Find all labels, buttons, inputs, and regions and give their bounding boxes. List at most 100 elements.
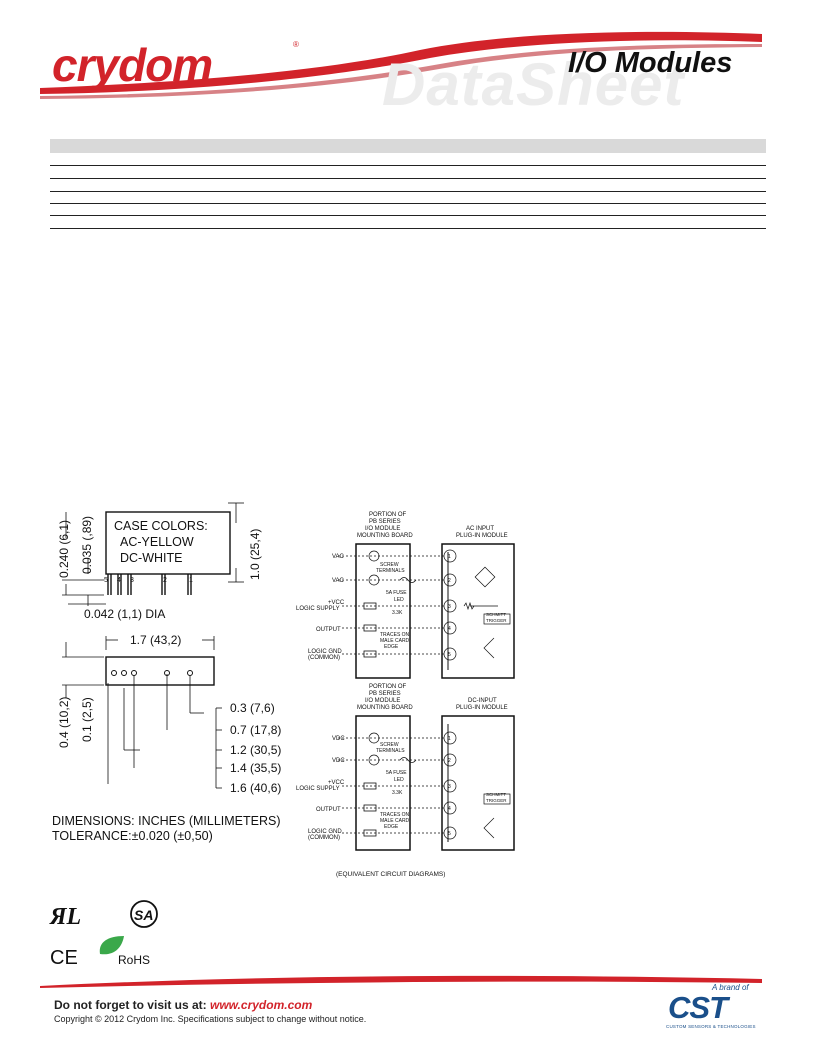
dim-pin-thickness: 0.035 (,89) [80,516,94,574]
certification-marks: ЯL SA CE RoHS [49,900,158,969]
ac-inner-label: SCREW [380,562,399,568]
case-color-ac: AC-YELLOW [120,535,194,549]
dim-14: 1.4 (35,5) [230,761,281,775]
dc-logic-gnd-label: LOGIC GND [308,829,342,835]
ac-pin-number: 1 [448,554,451,560]
ac-output-label: OUTPUT [316,627,341,633]
dc-input-circuit [338,715,515,851]
csa-mark-icon [130,900,158,928]
dim-body-width: 1.7 (43,2) [130,633,181,647]
page-header: DataSheet crydom ® I/O Modules [0,0,816,120]
dimension-drawing: CASE COLORS: AC-YELLOW DC-WHITE 0.240 (6… [52,502,281,843]
ac-inner-label: MALE CARD [380,638,410,644]
datasheet-watermark: DataSheet [382,51,685,118]
dim-12: 1.2 (30,5) [230,743,281,757]
dim-pin-diameter: 0.042 (1,1) DIA [84,607,165,621]
pin-label: 4 [117,577,121,584]
dc-module-title: PLUG-IN MODULE [456,705,508,711]
dc-vcc-label: +VCC [328,780,345,786]
case-colors-label: CASE COLORS: [114,519,208,533]
cst-tagline: CUSTOM SENSORS & TECHNOLOGIES [666,1024,756,1029]
dc-inner-label: SCREW [380,742,399,748]
ac-logic-supply-label: LOGIC SUPPLY [296,606,340,612]
ac-common-label: (COMMON) [308,655,340,661]
pin-label: 2 [163,577,167,584]
footer-copyright: Copyright © 2012 Crydom Inc. Specificati… [54,1014,367,1024]
ac-inner-label: TRACES ON [380,632,410,638]
ce-mark-icon: CE [50,947,78,969]
circuit-caption: (EQUIVALENT CIRCUIT DIAGRAMS) [336,871,445,878]
ac-board-title: MOUNTING BOARD [357,533,413,539]
footer-visit-line: Do not forget to visit us at: www.crydom… [54,998,312,1012]
dc-inner-label: LED [394,777,404,783]
ac-pin-number: 3 [448,604,451,610]
table-rule [50,191,766,192]
dc-board-title: PORTION OF [369,684,407,690]
ul-mark-icon: ЯL [49,904,81,930]
footer-swoosh [40,975,762,988]
registered-mark: ® [293,40,299,49]
footer-visit-text: Do not forget to visit us at: [54,998,210,1012]
pin-label: 1 [189,577,193,584]
dc-inner-label: MALE CARD [380,818,410,824]
dc-inner-label: TRACES ON [380,812,410,818]
ac-module-title: AC INPUT [466,526,494,532]
dc-board-title: MOUNTING BOARD [357,705,413,711]
circuit-diagrams: PORTION OF PB SERIES I/O MODULE MOUNTING… [296,512,515,878]
ac-inner-label: LED [394,597,404,603]
dc-inner-label: EDGE [384,824,399,830]
ac-inner-label: 5A FUSE [386,590,407,596]
brand-of-label: A brand of [712,983,749,992]
dc-inner-label: 5A FUSE [386,770,407,776]
ac-inner-label: 3.3K [392,610,403,616]
dc-output-label: OUTPUT [316,807,341,813]
dc-inner-label: 3.3K [392,790,403,796]
footer-website-link[interactable]: www.crydom.com [210,998,313,1012]
ac-module-title: PLUG-IN MODULE [456,533,508,539]
page-title: I/O Modules [568,47,733,79]
ac-pin-number: 4 [448,626,451,632]
dimensions-note: DIMENSIONS: INCHES (MILLIMETERS) [52,814,281,828]
table-rule [50,165,766,166]
ac-logic-gnd-label: LOGIC GND [308,649,342,655]
ac-inner-label: TERMINALS [376,568,405,574]
cst-logo: CST [668,990,728,1025]
ac-board-title: I/O MODULE [365,526,400,532]
pin-label: 5 [104,577,108,584]
ac-vcc-label: +VCC [328,600,345,606]
table-rule [50,203,766,204]
table-rule [50,215,766,216]
dc-board-title: PB SERIES [369,691,401,697]
dim-side-height: 0.4 (10,2) [57,697,71,748]
table-rule [50,178,766,179]
dc-pin-number: 5 [448,831,451,837]
dc-inner-label: SCHMITT [486,792,506,797]
pin-label: 3 [130,577,134,584]
dc-pin-number: 2 [448,758,451,764]
ac-board-title: PB SERIES [369,519,401,525]
dim-height-pin: 0.240 (6,1) [57,520,71,578]
dc-inner-label: TERMINALS [376,748,405,754]
crydom-logo: crydom [52,39,213,91]
ac-inner-label: EDGE [384,644,399,650]
dc-common-label: (COMMON) [308,835,340,841]
dc-vdc-label: VDC [332,736,345,742]
dim-pin-spacing: 0.1 (2,5) [80,697,94,742]
ac-vac-label: VAC [332,578,345,584]
case-color-dc: DC-WHITE [120,551,183,565]
tolerance-note: TOLERANCE:±0.020 (±0,50) [52,829,213,843]
dc-vdc-label: VDC [332,758,345,764]
ac-inner-label: SCHMITT [486,612,506,617]
header-swoosh [40,31,762,99]
ac-pin-number: 2 [448,578,451,584]
rohs-mark-text: RoHS [118,953,150,967]
dim-16: 1.6 (40,6) [230,781,281,795]
ac-input-circuit [338,543,515,679]
rohs-leaf-icon [99,936,124,955]
csa-mark-text: SA [134,907,153,923]
dc-inner-label: TRIGGER [486,798,507,803]
table-rule [50,228,766,229]
dc-pin-number: 4 [448,806,451,812]
dim-03: 0.3 (7,6) [230,701,275,715]
dc-logic-supply-label: LOGIC SUPPLY [296,786,340,792]
